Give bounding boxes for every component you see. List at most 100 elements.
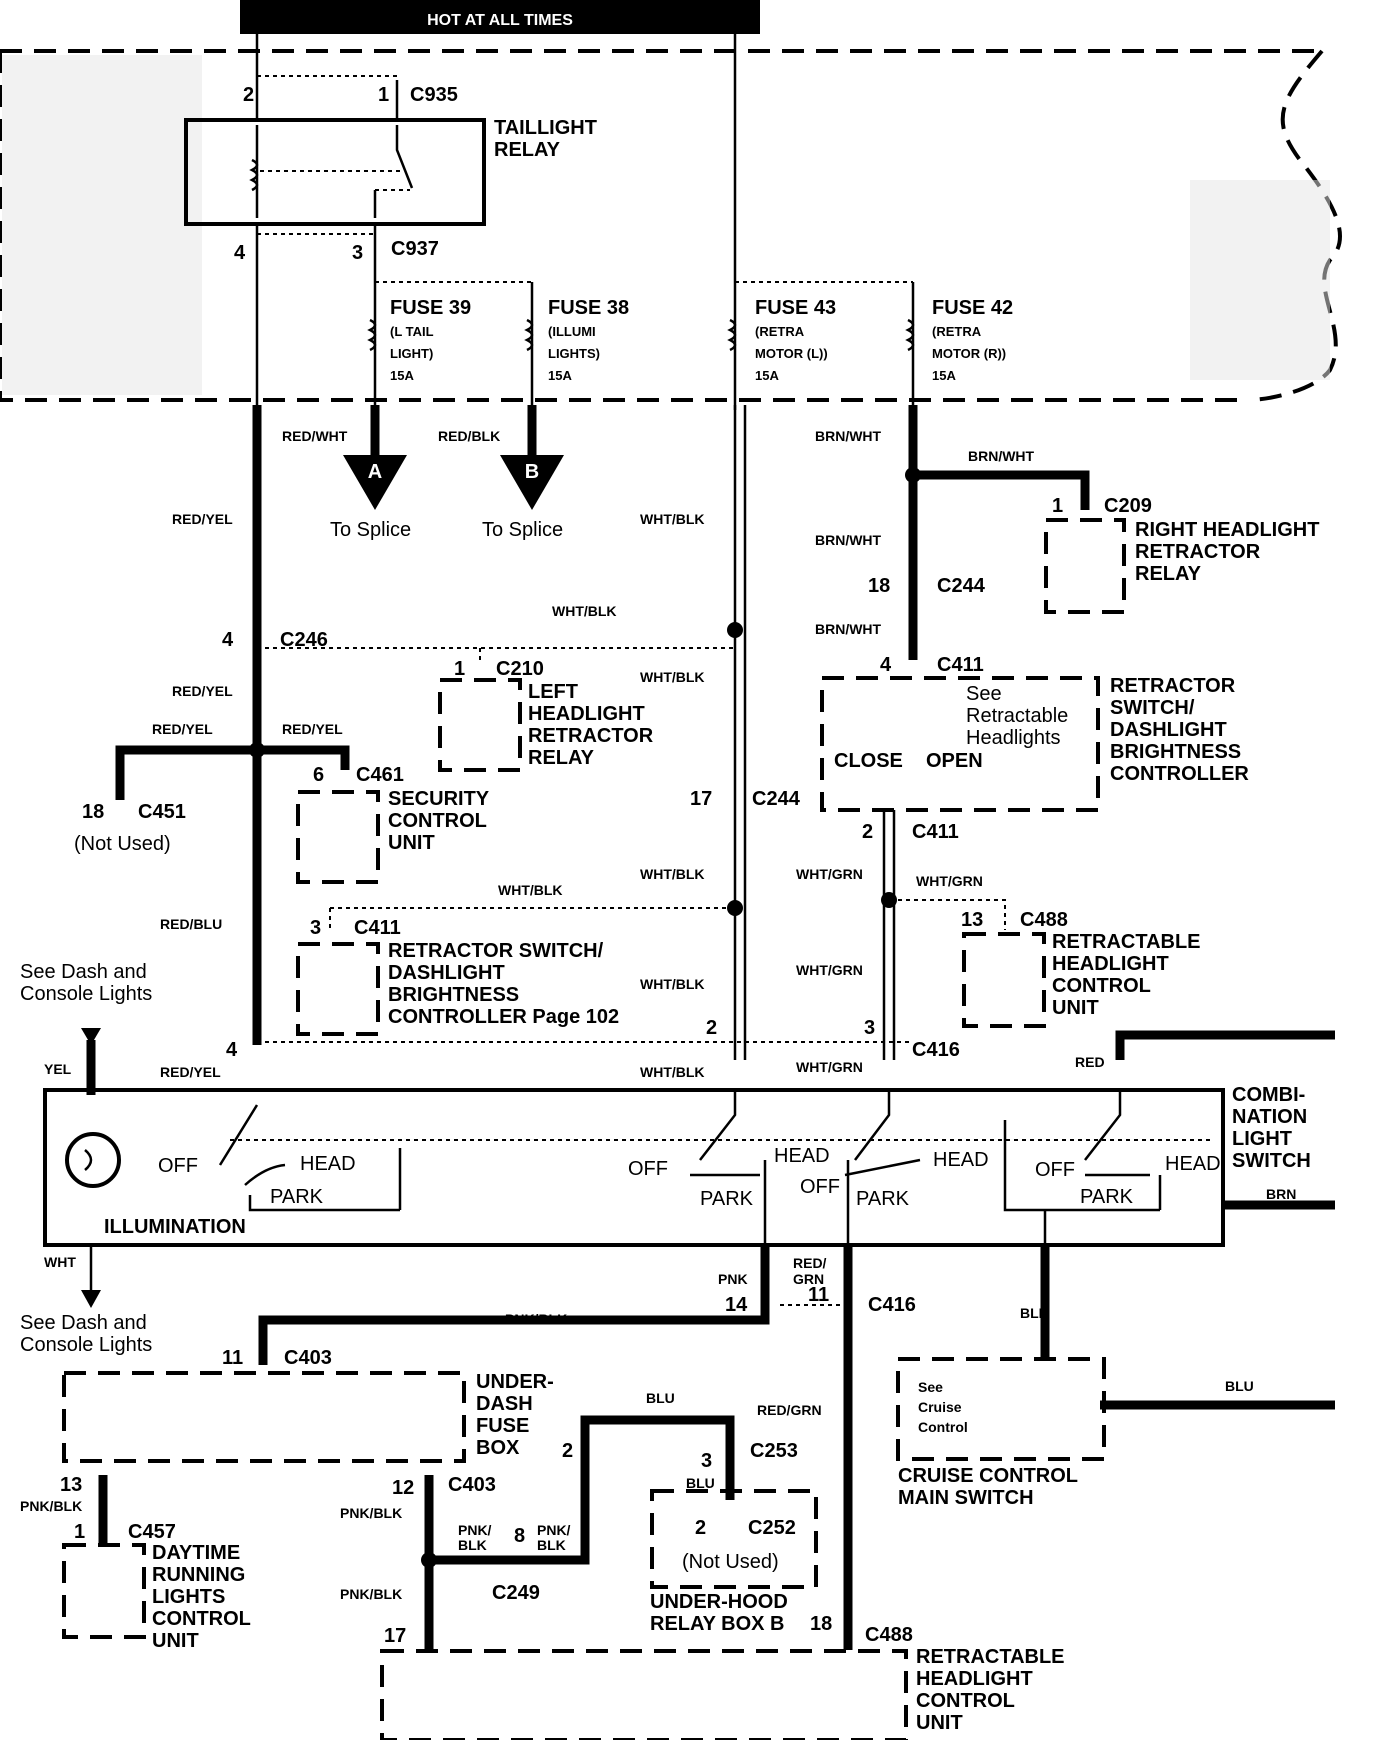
arrow-down-icon-2 bbox=[81, 1290, 101, 1308]
right-headlight-relay-label: RIGHT HEADLIGHT RETRACTOR RELAY bbox=[1135, 519, 1319, 585]
close-label: CLOSE bbox=[834, 750, 903, 772]
switch-position-labels: OFF HEAD PARK OFF HEAD PARK OFF HEAD PAR… bbox=[158, 1145, 1221, 1210]
fuse-38: FUSE 38 (ILLUMI LIGHTS) 15A bbox=[548, 297, 629, 383]
svg-text:OFF: OFF bbox=[800, 1176, 840, 1198]
c416-label-1: C416 bbox=[912, 1039, 960, 1061]
svg-text:PARK: PARK bbox=[856, 1188, 910, 1210]
wire-blk-3: BLK bbox=[537, 1537, 566, 1553]
svg-text:LIGHTS): LIGHTS) bbox=[548, 346, 600, 361]
svg-text:(RETRA: (RETRA bbox=[755, 324, 805, 339]
svg-text:RETRACTOR: RETRACTOR bbox=[1135, 541, 1261, 563]
wire-pnk: PNK bbox=[718, 1271, 748, 1287]
open-label: OPEN bbox=[926, 750, 983, 772]
fuse-box-outline bbox=[0, 49, 1342, 402]
svg-text:HEAD: HEAD bbox=[933, 1149, 989, 1171]
c244-pin17: 17 bbox=[690, 788, 712, 810]
c488-label-2: C488 bbox=[865, 1624, 913, 1646]
c246-label: C246 bbox=[280, 629, 328, 651]
svg-text:SECURITY: SECURITY bbox=[388, 788, 490, 810]
c935-pin1: 1 bbox=[378, 84, 389, 106]
svg-text:NATION: NATION bbox=[1232, 1106, 1307, 1128]
svg-text:DAYTIME: DAYTIME bbox=[152, 1542, 240, 1564]
svg-text:See Dash and: See Dash and bbox=[20, 961, 147, 983]
svg-text:MOTOR (L)): MOTOR (L)) bbox=[755, 346, 828, 361]
wire-red-grn-3: RED/GRN bbox=[757, 1402, 822, 1418]
c411-pin2: 2 bbox=[862, 821, 873, 843]
see-retractable-note: See Retractable Headlights bbox=[966, 683, 1068, 749]
cruise-main-switch-label: CRUISE CONTROL MAIN SWITCH bbox=[898, 1465, 1078, 1509]
svg-text:UNDER-: UNDER- bbox=[476, 1371, 554, 1393]
wire-red-blu: RED/BLU bbox=[160, 916, 222, 932]
wire-wht: WHT bbox=[44, 1254, 76, 1270]
wire-red-yel-4: RED/YEL bbox=[282, 721, 343, 737]
combination-switch-box bbox=[43, 1088, 1225, 1247]
svg-text:RIGHT HEADLIGHT: RIGHT HEADLIGHT bbox=[1135, 519, 1319, 541]
svg-text:CRUISE CONTROL: CRUISE CONTROL bbox=[898, 1465, 1078, 1487]
svg-text:UNIT: UNIT bbox=[388, 832, 435, 854]
svg-text:CONTROL: CONTROL bbox=[916, 1690, 1015, 1712]
fuse-symbols bbox=[367, 318, 915, 352]
svg-text:CONTROL: CONTROL bbox=[1052, 975, 1151, 997]
svg-text:DASH: DASH bbox=[476, 1393, 533, 1415]
svg-text:LIGHT): LIGHT) bbox=[390, 346, 433, 361]
wire-blk-2: BLK bbox=[458, 1537, 487, 1553]
wire-red-grn-1: RED/ bbox=[793, 1255, 827, 1271]
svg-text:OFF: OFF bbox=[158, 1155, 198, 1177]
c403-pin13: 13 bbox=[60, 1474, 82, 1496]
wire-blu-1: BLU bbox=[646, 1390, 675, 1406]
header-title: HOT AT ALL TIMES bbox=[427, 12, 573, 29]
svg-text:LEFT: LEFT bbox=[528, 681, 578, 703]
svg-text:HEADLIGHT: HEADLIGHT bbox=[1052, 953, 1169, 975]
svg-text:Headlights: Headlights bbox=[966, 727, 1061, 749]
svg-text:(RETRA: (RETRA bbox=[932, 324, 982, 339]
wire-wht-blk-1: WHT/BLK bbox=[640, 511, 705, 527]
c244-pin18: 18 bbox=[868, 575, 890, 597]
c488-pin13: 13 bbox=[961, 909, 983, 931]
wire-wht-blk-7: WHT/BLK bbox=[640, 1064, 705, 1080]
svg-text:(L TAIL: (L TAIL bbox=[390, 324, 434, 339]
svg-text:RELAY BOX B: RELAY BOX B bbox=[650, 1613, 784, 1635]
svg-text:OFF: OFF bbox=[628, 1158, 668, 1180]
see-cruise-note: See Cruise Control bbox=[918, 1379, 968, 1435]
c451-pin: 18 bbox=[82, 801, 104, 823]
wire-wht-blk-5: WHT/BLK bbox=[498, 882, 563, 898]
svg-text:SWITCH/: SWITCH/ bbox=[1110, 697, 1195, 719]
c416-pin3: 3 bbox=[864, 1017, 875, 1039]
wire-wht-blk-3: WHT/BLK bbox=[640, 669, 705, 685]
wire-red-blk: RED/BLK bbox=[438, 428, 500, 444]
svg-text:FUSE: FUSE bbox=[476, 1415, 529, 1437]
svg-text:CONTROLLER Page 102: CONTROLLER Page 102 bbox=[388, 1006, 619, 1028]
c403-label-1: C403 bbox=[284, 1347, 332, 1369]
svg-text:CONTROL: CONTROL bbox=[152, 1608, 251, 1630]
c411-label-1: C411 bbox=[937, 654, 984, 676]
svg-text:BRIGHTNESS: BRIGHTNESS bbox=[388, 984, 519, 1006]
svg-text:UNIT: UNIT bbox=[1052, 997, 1099, 1019]
wire-yel: YEL bbox=[44, 1061, 72, 1077]
svg-text:RETRACTABLE: RETRACTABLE bbox=[916, 1646, 1065, 1668]
wire-red-grn-2: GRN bbox=[793, 1271, 824, 1287]
svg-text:PARK: PARK bbox=[270, 1186, 324, 1208]
c416-pin2: 2 bbox=[706, 1017, 717, 1039]
svg-text:FUSE 43: FUSE 43 bbox=[755, 297, 836, 319]
not-used-label: (Not Used) bbox=[74, 833, 171, 855]
svg-text:UNIT: UNIT bbox=[916, 1712, 963, 1734]
svg-text:B: B bbox=[525, 461, 539, 483]
splice-dots bbox=[249, 467, 921, 1568]
taillight-relay-label-2: RELAY bbox=[494, 139, 561, 161]
wire-wht-grn-1: WHT/GRN bbox=[796, 866, 863, 882]
svg-text:Retractable: Retractable bbox=[966, 705, 1068, 727]
c253-label: C253 bbox=[750, 1440, 798, 1462]
c488-pin18: 18 bbox=[810, 1613, 832, 1635]
svg-text:OFF: OFF bbox=[1035, 1159, 1075, 1181]
splice-b: B bbox=[500, 455, 564, 510]
svg-text:FUSE 38: FUSE 38 bbox=[548, 297, 629, 319]
left-headlight-relay-label: LEFT HEADLIGHT RETRACTOR RELAY bbox=[528, 681, 654, 769]
wire-red-yel-3: RED/YEL bbox=[152, 721, 213, 737]
svg-text:15A: 15A bbox=[932, 368, 956, 383]
svg-text:RETRACTOR: RETRACTOR bbox=[1110, 675, 1236, 697]
svg-text:UNIT: UNIT bbox=[152, 1630, 199, 1652]
c210-pin: 1 bbox=[454, 658, 465, 680]
svg-text:MOTOR (R)): MOTOR (R)) bbox=[932, 346, 1006, 361]
c416-pin14: 14 bbox=[725, 1294, 748, 1316]
c209-pin: 1 bbox=[1052, 495, 1063, 517]
